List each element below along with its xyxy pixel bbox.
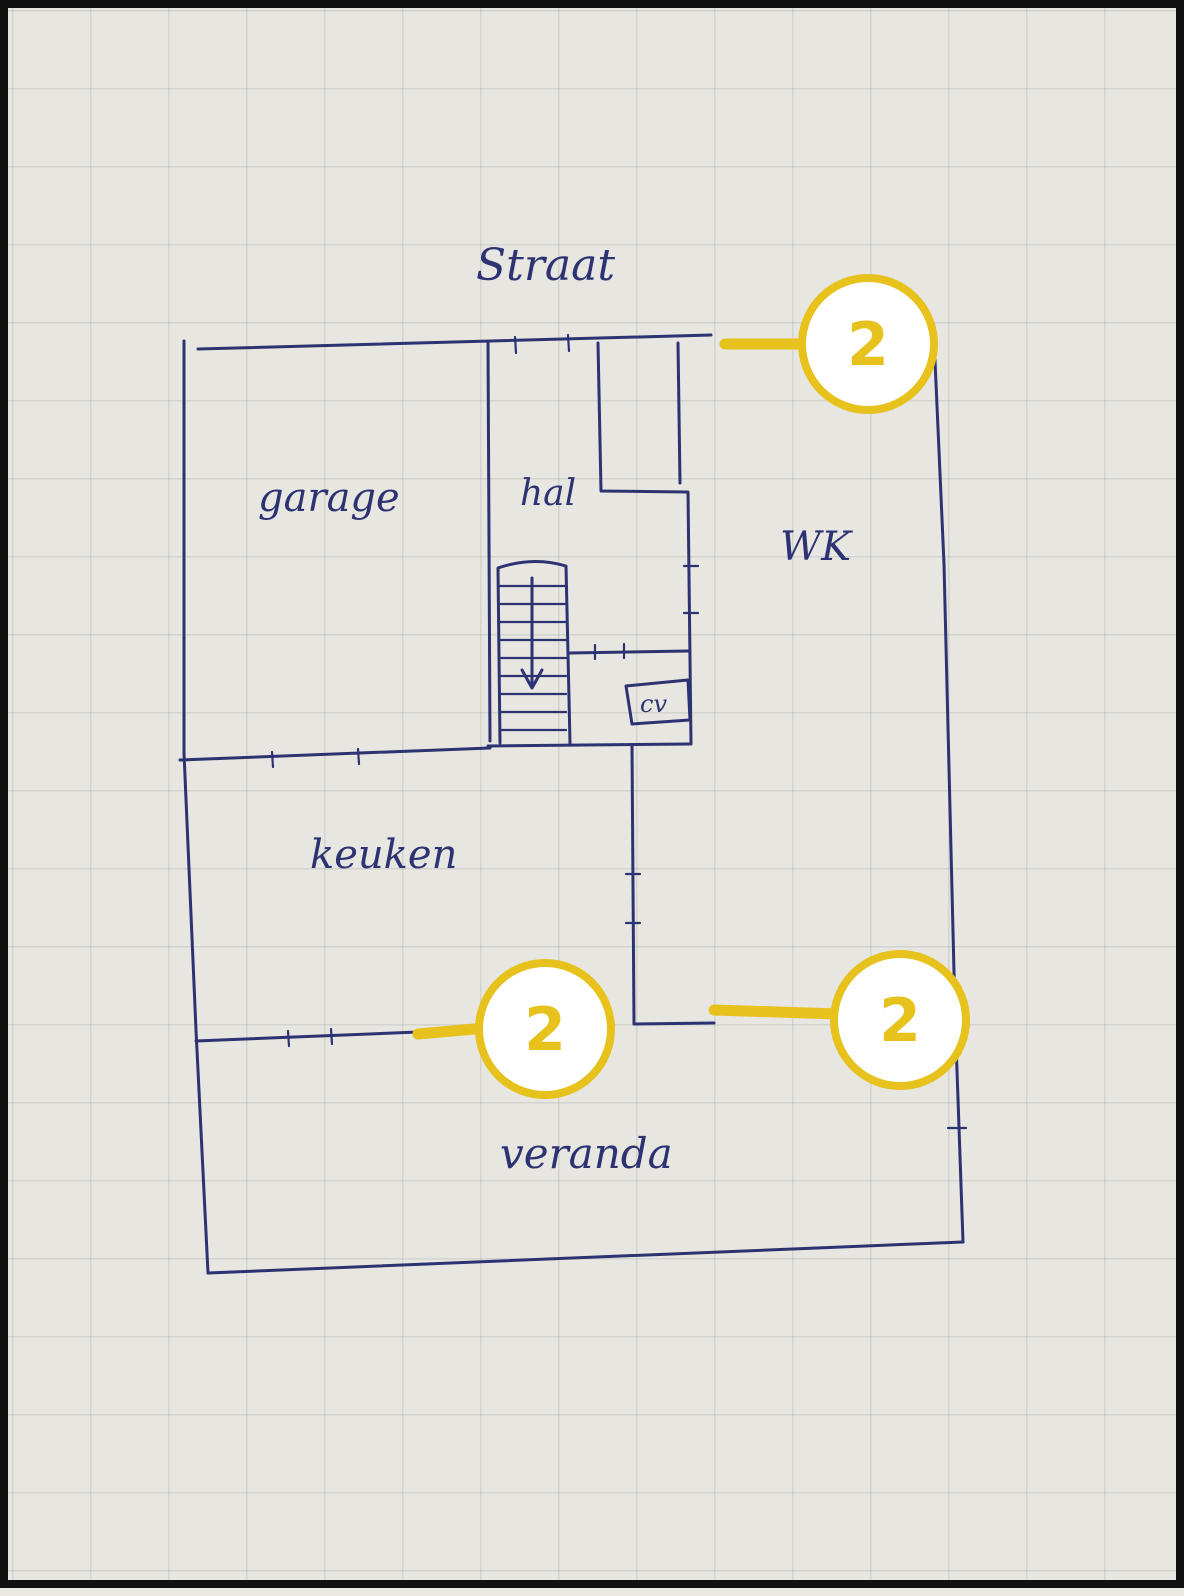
kitchen-label: keuken: [310, 832, 457, 878]
garage-label: garage: [258, 475, 400, 521]
street-label: Straat: [476, 240, 615, 291]
callout-marker: 2: [719, 274, 938, 414]
staircase: [496, 559, 572, 745]
hall-label: hal: [520, 473, 576, 514]
callout-badge: [798, 274, 938, 414]
callout-badge: [475, 959, 615, 1099]
callout-leader: [412, 1022, 492, 1040]
callout-number: 2: [847, 310, 889, 380]
living-room-label: WK: [780, 524, 853, 570]
cv-closet: [624, 678, 692, 726]
callout-marker: 2: [412, 959, 615, 1099]
callout-marker: 2: [708, 950, 970, 1090]
floor-plan-sketch: Straat garage hal WK keuken cv veranda 2…: [178, 240, 970, 1275]
callout-number: 2: [879, 986, 921, 1056]
boiler-label: cv: [640, 690, 667, 718]
callout-number: 2: [524, 995, 566, 1065]
door-marks: [270, 333, 968, 1130]
callout-badge: [830, 950, 970, 1090]
veranda-label: veranda: [500, 1129, 673, 1178]
callout-leader: [708, 1004, 844, 1020]
interior-walls: [178, 340, 716, 1043]
